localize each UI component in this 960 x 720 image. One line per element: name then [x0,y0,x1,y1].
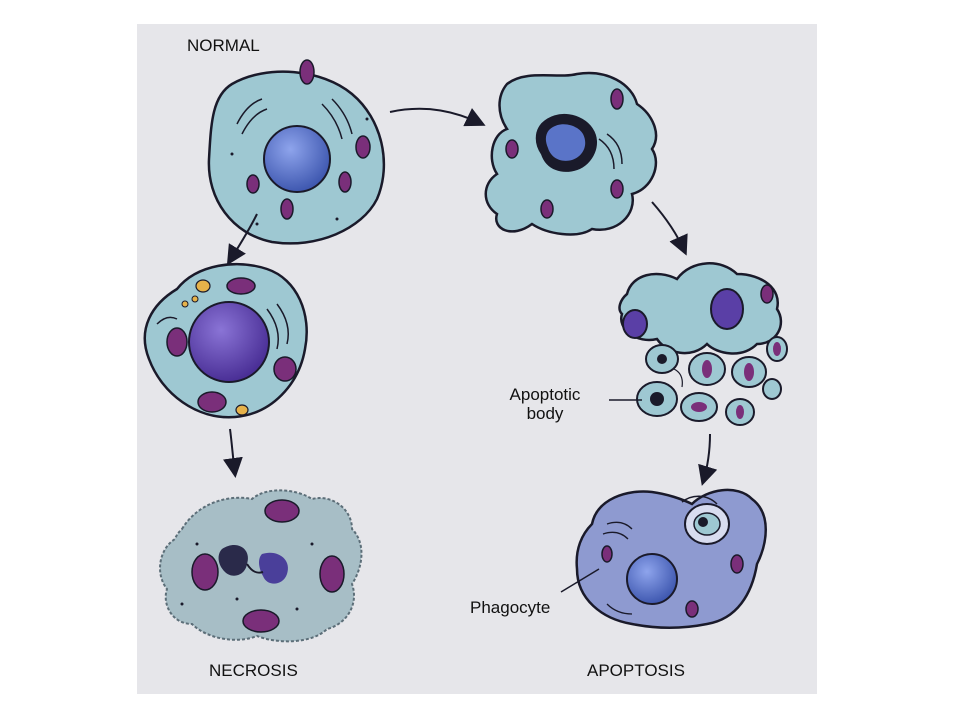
phagocyte-leader-line [560,568,600,593]
mitochondrion [246,174,260,194]
diagram-panel: NORMAL NECROSIS APOPTOSIS Apoptotic body… [137,24,817,694]
mitochondrion [355,135,371,159]
shrinking-cell [484,71,658,236]
swollen-nucleus [188,301,270,383]
normal-label: NORMAL [187,36,260,55]
nucleus [263,125,331,193]
swelling-cell [143,263,308,419]
arrow-swelling-to-necrosis [222,428,243,478]
arrow-normal-to-swelling [226,213,258,266]
phagocyte-label: Phagocyte [470,598,551,617]
phagocyte-cell [575,488,767,629]
normal-cell [207,59,386,245]
mitochondrion [338,171,352,193]
phagocyte-nucleus [626,553,678,605]
fragmenting-cell [618,262,788,426]
apoptotic-body-label: Apoptotic body [495,385,595,423]
necrosis-label: NECROSIS [209,661,298,680]
apoptotic-body-label-line2: body [526,404,564,423]
apoptotic-body [762,378,782,400]
arrow-normal-to-shrinking [389,107,486,127]
arrow-shrinking-to-fragmenting [651,201,688,256]
arrow-fragmenting-to-phagocyte [698,433,718,486]
cell-death-diagram [143,59,788,643]
necrotic-cell [159,489,363,643]
mitochondrion [299,59,315,85]
apoptotic-body-label-line1: Apoptotic [509,385,581,404]
apoptosis-label: APOPTOSIS [587,661,685,680]
mitochondrion [280,198,294,220]
